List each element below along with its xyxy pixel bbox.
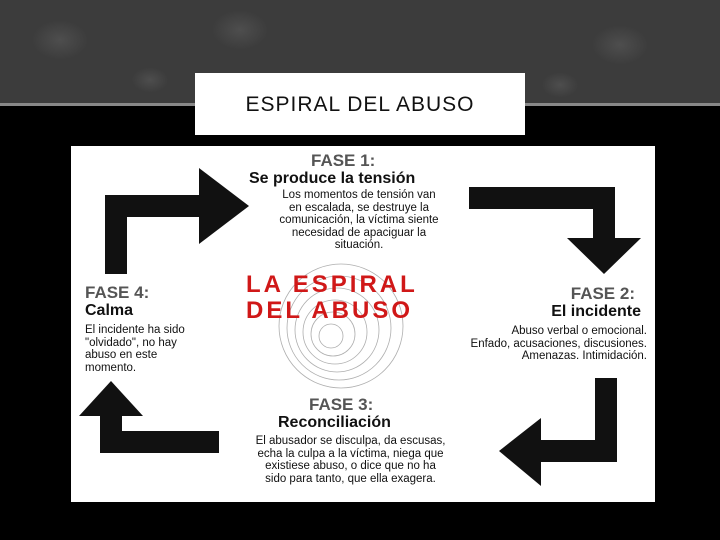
- arrow-phase2-to-phase3: [539, 378, 617, 462]
- spiral-rings: [278, 263, 404, 389]
- slide-title: ESPIRAL DEL ABUSO: [245, 93, 475, 116]
- cycle-arrows: [79, 168, 641, 486]
- phase-2: FASE 2: El incidente Abuso verbal o emoc…: [419, 285, 647, 363]
- phase-4-label: FASE 4:: [85, 283, 150, 302]
- phase-1-desc-line: situación.: [334, 239, 384, 251]
- phase-2-name: El incidente: [551, 303, 641, 320]
- spiral-title: LA ESPIRAL DEL ABUSO: [246, 272, 446, 324]
- phase-1-desc-line: comunicación, la víctima siente: [279, 214, 439, 226]
- phase-4-name: Calma: [85, 302, 134, 319]
- spiral-title-line2: DEL ABUSO: [246, 297, 414, 324]
- abuse-cycle-diagram: LA ESPIRAL DEL ABUSO FASE 1: Se produce …: [71, 146, 655, 502]
- arrow-phase4-to-phase1: [105, 195, 206, 274]
- phase-1-desc-line: Los momentos de tensión van: [282, 189, 436, 201]
- phase-1-desc-line: en escalada, se destruye la: [288, 201, 429, 214]
- title-box: ESPIRAL DEL ABUSO: [195, 73, 525, 135]
- arrow-phase3-to-phase4-head: [79, 381, 143, 416]
- phase-2-desc-line: Abuso verbal o emocional.: [511, 325, 647, 337]
- phase-4-desc-line: abuso en este: [85, 349, 158, 361]
- arrow-phase1-to-phase2-head: [567, 238, 641, 274]
- phase-3-desc-line: echa la culpa a la víctima, niega que: [257, 447, 444, 460]
- phase-3-desc-line: El abusador se disculpa, da escusas,: [255, 435, 446, 447]
- phase-4-desc-line: momento.: [85, 361, 137, 374]
- arrow-phase3-to-phase4: [100, 414, 219, 453]
- phase-1-description: Los momentos de tensión van en escalada,…: [249, 189, 469, 252]
- phase-2-desc-line: Enfado, acusaciones, discusiones.: [470, 337, 647, 350]
- arrow-phase4-to-phase1-head: [199, 168, 249, 244]
- phase-1: FASE 1: Se produce la tensión Los moment…: [249, 152, 469, 252]
- decorative-damask-band: [0, 0, 720, 103]
- phase-4-desc-line: El incidente ha sido: [85, 324, 185, 336]
- phase-3-label: FASE 3:: [309, 395, 374, 414]
- spiral-title-line1: LA ESPIRAL: [246, 271, 418, 298]
- phase-4-description: El incidente ha sido "olvidado", no hay …: [85, 324, 235, 374]
- phase-4-desc-line: "olvidado", no hay: [85, 336, 177, 349]
- phase-3-description: El abusador se disculpa, da escusas, ech…: [223, 435, 478, 485]
- phase-3-desc-line: existiese abuso, o dice que no ha: [265, 460, 436, 472]
- arrow-phase1-to-phase2: [469, 187, 615, 246]
- phase-2-desc-line: Amenazas. Intimidación.: [521, 350, 647, 362]
- phase-4: FASE 4: Calma El incidente ha sido "olvi…: [85, 284, 235, 374]
- phase-3-desc-line: sido para tanto, que ella exagera.: [265, 472, 436, 485]
- phase-3-name: Reconciliación: [278, 414, 391, 431]
- phase-2-description: Abuso verbal o emocional. Enfado, acusac…: [419, 325, 647, 363]
- phase-1-label: FASE 1:: [311, 151, 376, 170]
- phase-1-desc-line: necesidad de apaciguar la: [291, 226, 427, 239]
- phase-2-label: FASE 2:: [570, 284, 635, 303]
- phase-3: FASE 3: Reconciliación El abusador se di…: [223, 396, 478, 485]
- arrow-phase2-to-phase3-head: [499, 418, 541, 486]
- phase-1-name: Se produce la tensión: [249, 170, 416, 187]
